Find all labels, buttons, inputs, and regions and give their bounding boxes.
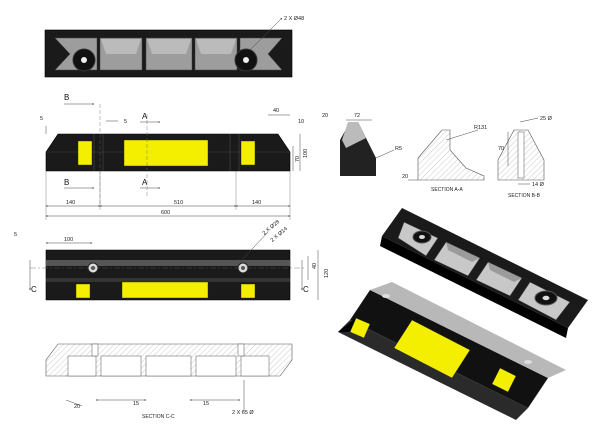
section-b-b: 25 Ø 70 14 Ø SECTION B-B (497, 116, 553, 199)
dim-510: 510 (174, 200, 183, 206)
front-view: B B A A 5 5 40 10 70 100 140 510 140 600 (40, 93, 309, 220)
top-view: 2 X Ø48 (44, 16, 304, 78)
hole-callout-top: 2 X Ø48 (284, 16, 304, 22)
dim-20-side: 20 (322, 113, 328, 119)
dim-65: 2 X 65 Ø (232, 410, 254, 416)
side-profile: 72 20 R5 (322, 113, 402, 176)
dim-r131: R131 (474, 125, 487, 131)
section-mark-a-bottom: A (142, 178, 148, 187)
dim-140-left: 140 (66, 200, 75, 206)
dim-70: 70 (295, 156, 301, 162)
dim-20-section-c: 20 (74, 404, 80, 410)
section-c-c: 20 15 15 2 X 65 Ø SECTION C-C (45, 343, 293, 420)
section-c-title: SECTION C-C (142, 414, 175, 420)
reflector-center-plan (121, 281, 209, 299)
plan-view: C C 5 100 2 X Ø28 2 X Ø14 40 120 (14, 219, 330, 301)
reflector-center-front (123, 139, 209, 167)
reflector-left-plan (75, 283, 91, 299)
section-b-title: SECTION B-B (508, 193, 541, 199)
dim-25: 25 Ø (540, 116, 553, 122)
iso-top-bolt-right (524, 360, 532, 364)
dim-600: 600 (161, 210, 170, 216)
dim-100: 100 (303, 149, 309, 158)
section-a-a: R131 20 SECTION A-A (402, 125, 487, 193)
dim-15-left: 15 (133, 401, 139, 407)
dim-5-mid: 5 (124, 119, 127, 125)
isometric-top (338, 282, 566, 420)
dim-72: 72 (354, 113, 360, 119)
reflector-left-front (77, 140, 93, 166)
dim-20-section-a: 20 (402, 174, 408, 180)
dim-70-section-b: 70 (498, 146, 504, 152)
section-mark-c-left: C (31, 285, 37, 294)
dim-5-left: 5 (40, 116, 43, 122)
iso-top-bolt-left (382, 294, 390, 298)
section-a-title: SECTION A-A (431, 187, 463, 193)
dim-40: 40 (273, 108, 279, 114)
dim-120: 120 (324, 269, 330, 278)
dim-100-plan: 100 (64, 237, 73, 243)
iso-reflector-center (393, 319, 471, 379)
reflector-right-plan (240, 283, 256, 299)
dim-140-right: 140 (252, 200, 261, 206)
dim-r5: R5 (395, 146, 402, 152)
isometric-underside (380, 208, 588, 338)
dim-10: 10 (298, 119, 304, 125)
section-mark-b-top: B (64, 93, 69, 102)
section-mark-c-right: C (303, 285, 309, 294)
section-mark-b-bottom: B (64, 178, 69, 187)
iso-reflector-right (491, 367, 517, 393)
iso-reflector-left (349, 317, 371, 339)
reflector-right-front (240, 140, 256, 166)
dim-40-plan: 40 (312, 263, 318, 269)
section-mark-a-top: A (142, 112, 148, 121)
dim-15-right: 15 (203, 401, 209, 407)
dim-5-plan: 5 (14, 232, 17, 238)
dim-14: 14 Ø (532, 182, 545, 188)
